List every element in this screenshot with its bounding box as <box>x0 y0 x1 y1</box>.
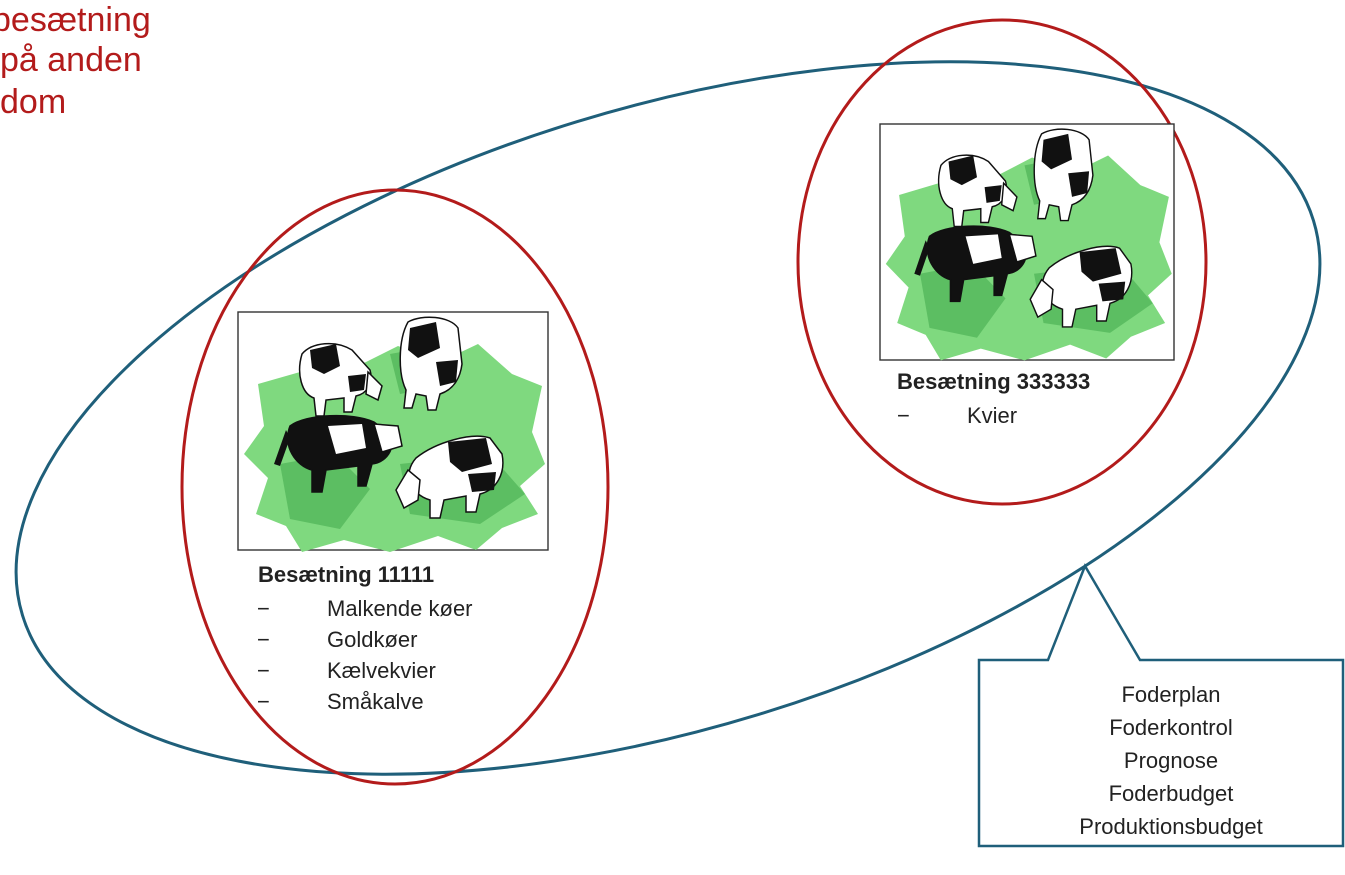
callout-line-produktionsbudget: Produktionsbudget <box>1079 814 1263 839</box>
bullet-dash: − <box>257 596 270 621</box>
bullet-dash: − <box>257 689 270 714</box>
herd-333333-cows-image <box>879 123 1175 362</box>
callout-text: Foderplan Foderkontrol Prognose Foderbud… <box>985 678 1345 843</box>
callout-line-foderkontrol: Foderkontrol <box>1109 715 1233 740</box>
callout-line-foderbudget: Foderbudget <box>1108 781 1234 806</box>
bullet-dash: − <box>257 627 270 652</box>
list-item-label: Småkalve <box>327 689 424 714</box>
callout-line-foderplan: Foderplan <box>1121 682 1221 707</box>
callout-line-prognose: Prognose <box>1123 748 1219 773</box>
callout-box <box>977 563 1345 848</box>
title-line-2: på anden <box>0 41 142 79</box>
title-line-1: besætning <box>0 1 151 39</box>
herd-333333-heading: Besætning 333333 <box>897 369 1091 394</box>
bullet-dash: − <box>257 658 270 683</box>
bullet-dash: − <box>897 403 910 428</box>
list-item-label: Kvier <box>967 403 1018 428</box>
herd-11111-cows-image <box>237 311 549 553</box>
herd-11111-ellipse <box>180 188 610 786</box>
herd-11111-heading: Besætning 11111 <box>258 562 435 587</box>
herd-333333-ellipse <box>796 18 1208 506</box>
list-item-label: Goldkøer <box>327 627 418 652</box>
list-item-label: Malkende køer <box>327 596 473 621</box>
list-item-label: Kælvekvier <box>327 658 436 683</box>
title-line-3: dom <box>0 83 67 121</box>
